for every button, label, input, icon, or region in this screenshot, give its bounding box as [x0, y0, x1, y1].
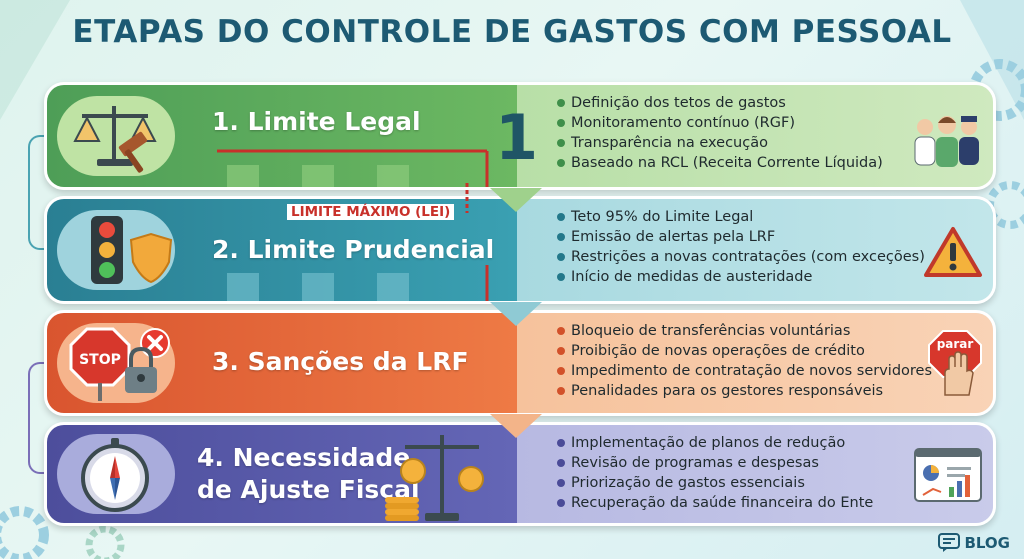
stage-4-label-line1: 4. Necessidade — [197, 443, 411, 472]
connector-line-bottom — [28, 362, 46, 474]
limit-dashed-line — [465, 183, 469, 213]
traffic-light-shield-icon — [91, 216, 173, 284]
blog-badge[interactable]: BLOG — [938, 533, 1010, 553]
stage-1-number: 1 — [495, 101, 539, 174]
stage-4-ajuste-fiscal: 4. Necessidade de Ajuste Fiscal Implemen… — [44, 422, 996, 526]
stage-3-label: 3. Sanções da LRF — [212, 347, 469, 376]
stage-1-label: 1. Limite Legal — [212, 107, 421, 136]
arrow-stage1-to-2 — [490, 188, 542, 212]
arrow-stage3-to-4 — [490, 414, 542, 438]
stage-3-bullet: Proibição de novas operações de crédito — [557, 341, 932, 361]
parar-sign-text: parar — [936, 337, 974, 351]
stage-2-limite-prudencial: 2. Limite Prudencial Teto 95% do Limite … — [44, 196, 996, 304]
warning-icon — [924, 227, 982, 277]
dashboard-chart-icon — [914, 448, 982, 502]
coins-scale-icon — [385, 435, 484, 521]
stage-4-bullet: Revisão de programas e despesas — [557, 453, 873, 473]
stage-1-bar-graphic — [217, 149, 489, 187]
connector-line-top — [28, 135, 46, 250]
stage-4-bullet: Priorização de gastos essenciais — [557, 473, 873, 493]
stage-3-bullet: Impedimento de contratação de novos serv… — [557, 361, 932, 381]
blog-label: BLOG — [964, 534, 1010, 552]
stage-2-icon-badge — [57, 210, 175, 290]
stage-4-label-line2: de Ajuste Fiscal — [197, 475, 420, 504]
stage-3-bullet: Bloqueio de transferências voluntárias — [557, 321, 932, 341]
stage-3-icon-badge: STOP — [57, 323, 175, 403]
stage-2-bullet: Início de medidas de austeridade — [557, 267, 925, 287]
stage-4-bullet: Recuperação da saúde financeira do Ente — [557, 493, 873, 513]
stage-3-bullet: Penalidades para os gestores responsávei… — [557, 381, 932, 401]
stage-2-bullet: Restrições a novas contratações (com exc… — [557, 247, 925, 267]
stop-hand-icon — [928, 330, 982, 396]
stage-4-bullet: Implementação de planos de redução — [557, 433, 873, 453]
scales-gavel-icon — [73, 106, 157, 173]
stage-2-label: 2. Limite Prudencial — [212, 235, 495, 264]
stage-1-limite-legal: 1. Limite Legal 1 Definição dos tetos de… — [44, 82, 996, 190]
page-title: ETAPAS DO CONTROLE DE GASTOS COM PESSOAL — [72, 14, 952, 50]
stage-1-icon-badge — [57, 96, 175, 176]
stage-2-bar-graphic — [227, 265, 489, 301]
stage-1-bullet: Definição dos tetos de gastos — [557, 93, 883, 113]
stop-sign-lock-icon — [69, 327, 170, 401]
stage-1-bullet: Transparência na execução — [557, 133, 883, 153]
stage-1-bullet: Monitoramento contínuo (RGF) — [557, 113, 883, 133]
stage-2-bullet: Emissão de alertas pela LRF — [557, 227, 925, 247]
stage-1-bullet: Baseado na RCL (Receita Corrente Líquida… — [557, 153, 883, 173]
compass-icon — [81, 438, 149, 512]
arrow-stage2-to-3 — [490, 302, 542, 326]
chat-bubble-icon — [938, 533, 961, 552]
stage-2-bullet: Teto 95% do Limite Legal — [557, 207, 925, 227]
stop-sign-text: STOP — [79, 352, 121, 368]
stage-4-icon-badge — [57, 434, 175, 514]
stage-3-sancoes-lrf: STOP 3. Sanções da LRF Bloqueio de trans… — [44, 310, 996, 416]
limit-max-tag: LIMITE MÁXIMO (LEI) — [287, 204, 455, 220]
public-servants-icon — [914, 116, 979, 167]
